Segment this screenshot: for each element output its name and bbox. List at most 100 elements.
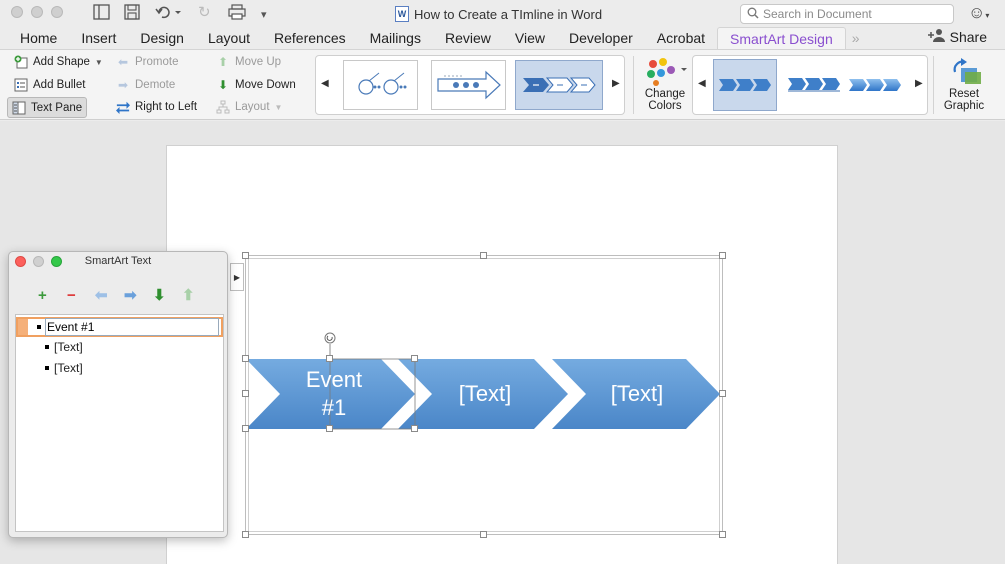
document-page[interactable] [166,145,838,564]
pane-zoom-button[interactable] [51,256,62,267]
close-window-button[interactable] [11,6,23,18]
reset-graphic-label-1: Reset [948,88,980,100]
layout-thumb-circle-timeline[interactable] [343,60,418,110]
print-icon[interactable] [228,4,246,25]
arrow-down-icon: ⬇ [217,78,229,92]
resize-handle[interactable] [480,531,487,538]
tab-smartart-design[interactable]: SmartArt Design [717,27,846,49]
text-pane-icon [12,101,26,115]
layout-thumb-arrow-timeline[interactable] [431,60,506,110]
list-item[interactable]: [Text] [16,358,223,378]
move-up-button[interactable]: ⬆ Move Up [212,52,285,72]
pane-close-button[interactable] [15,256,26,267]
tab-developer[interactable]: Developer [568,30,633,46]
chevron-1-text[interactable]: Event #1 [290,366,378,422]
tab-mailings[interactable]: Mailings [369,30,421,46]
right-to-left-button[interactable]: Right to Left [112,97,201,117]
layout-button[interactable]: Layout ▼ [212,97,286,117]
style-gallery-prev-icon[interactable]: ◀ [698,78,706,89]
add-bullet-button[interactable]: Add Bullet [10,75,89,95]
change-colors-button[interactable]: Change Colors [640,56,690,116]
shape-resize-handle[interactable] [411,425,418,432]
redo-icon[interactable]: ↻ [198,4,211,21]
resize-handle[interactable] [242,252,249,259]
resize-handle[interactable] [480,252,487,259]
list-item[interactable] [16,317,223,337]
add-shape-label: Add Shape [33,56,90,68]
shape-resize-handle[interactable] [326,425,333,432]
change-colors-label-1: Change [644,88,686,100]
tab-layout[interactable]: Layout [207,30,251,46]
tab-acrobat[interactable]: Acrobat [656,30,706,46]
item-1-input[interactable] [45,318,219,336]
rotate-handle-icon[interactable] [324,332,336,344]
tab-view[interactable]: View [514,30,545,46]
item-2-text: [Text] [54,340,83,354]
text-pane-button[interactable]: Text Pane [7,97,88,118]
move-up-label: Move Up [235,56,282,68]
pane-minimize-button[interactable] [33,256,44,267]
shape-resize-handle[interactable] [411,355,418,362]
promote-button[interactable]: ⬅ Promote [112,52,182,72]
gallery-prev-icon[interactable]: ◀ [321,78,329,89]
add-person-icon [927,28,946,45]
ribbon: Add Shape ▼ Add Bullet Text Pane ⬅ Promo… [0,49,1005,120]
demote-arrow-icon[interactable]: ➡ [124,287,137,304]
bullet-icon [37,325,41,329]
search-box[interactable] [740,4,954,24]
pane-title: SmartArt Text [84,255,152,267]
chevron-1-line-1: Event [305,367,363,392]
reset-graphic-button[interactable]: Reset Graphic [940,56,988,116]
reset-graphic-label-2: Graphic [943,100,985,112]
move-up-arrow-icon[interactable]: ⬆ [182,287,195,304]
style-thumb-shadow[interactable] [782,59,846,111]
save-icon[interactable] [124,4,140,25]
demote-button[interactable]: ➡ Demote [112,75,179,95]
text-pane-toggle-button[interactable]: ▶ [230,263,244,291]
chevron-down-icon: ▼ [94,57,103,67]
chevron-shape-1[interactable] [246,359,415,429]
shape-resize-handle[interactable] [242,355,249,362]
shape-resize-handle[interactable] [242,425,249,432]
more-tabs-icon[interactable]: » [851,30,860,46]
move-down-button[interactable]: ⬇ Move Down [212,75,300,95]
style-thumb-flat[interactable] [713,59,777,111]
zoom-window-button[interactable] [51,6,63,18]
style-gallery-next-icon[interactable]: ▶ [915,78,923,89]
sidebar-icon[interactable] [93,4,110,25]
promote-arrow-icon[interactable]: ⬅ [95,287,108,304]
ribbon-divider [633,56,634,114]
tab-design[interactable]: Design [140,30,184,46]
tab-references[interactable]: References [274,30,346,46]
style-thumb-gradient[interactable] [843,59,907,111]
resize-handle[interactable] [719,531,726,538]
chevron-3-text[interactable]: [Text] [610,381,664,406]
share-button[interactable]: Share [927,28,987,45]
search-input[interactable] [763,7,943,21]
feedback-smiley-icon[interactable]: ☺▾ [968,3,990,22]
move-down-label: Move Down [235,79,296,91]
shape-resize-handle[interactable] [326,355,333,362]
tab-review[interactable]: Review [444,30,491,46]
gallery-next-icon[interactable]: ▶ [612,78,620,89]
minimize-window-button[interactable] [31,6,43,18]
chevron-shape-3[interactable] [552,359,720,429]
add-item-icon[interactable]: + [38,287,47,304]
add-shape-button[interactable]: Add Shape ▼ [10,52,107,72]
resize-handle[interactable] [719,252,726,259]
title-bar: ↻ ▾ W How to Create a TImline in Word ☺▾ [0,0,1005,26]
resize-handle[interactable] [242,531,249,538]
tab-insert[interactable]: Insert [81,30,117,46]
customize-toolbar-icon[interactable]: ▾ [261,9,267,21]
move-down-arrow-icon[interactable]: ⬇ [153,287,166,304]
tab-home[interactable]: Home [20,30,58,46]
active-item-marker [18,319,28,335]
chevron-shape-2[interactable] [398,359,568,429]
resize-handle[interactable] [242,390,249,397]
layout-thumb-chevron-process[interactable] [515,60,603,110]
undo-icon[interactable] [155,4,181,25]
document-title-area: W How to Create a TImline in Word [395,5,602,23]
remove-item-icon[interactable]: − [67,287,76,304]
chevron-2-text[interactable]: [Text] [458,381,512,406]
list-item[interactable]: [Text] [16,337,223,357]
